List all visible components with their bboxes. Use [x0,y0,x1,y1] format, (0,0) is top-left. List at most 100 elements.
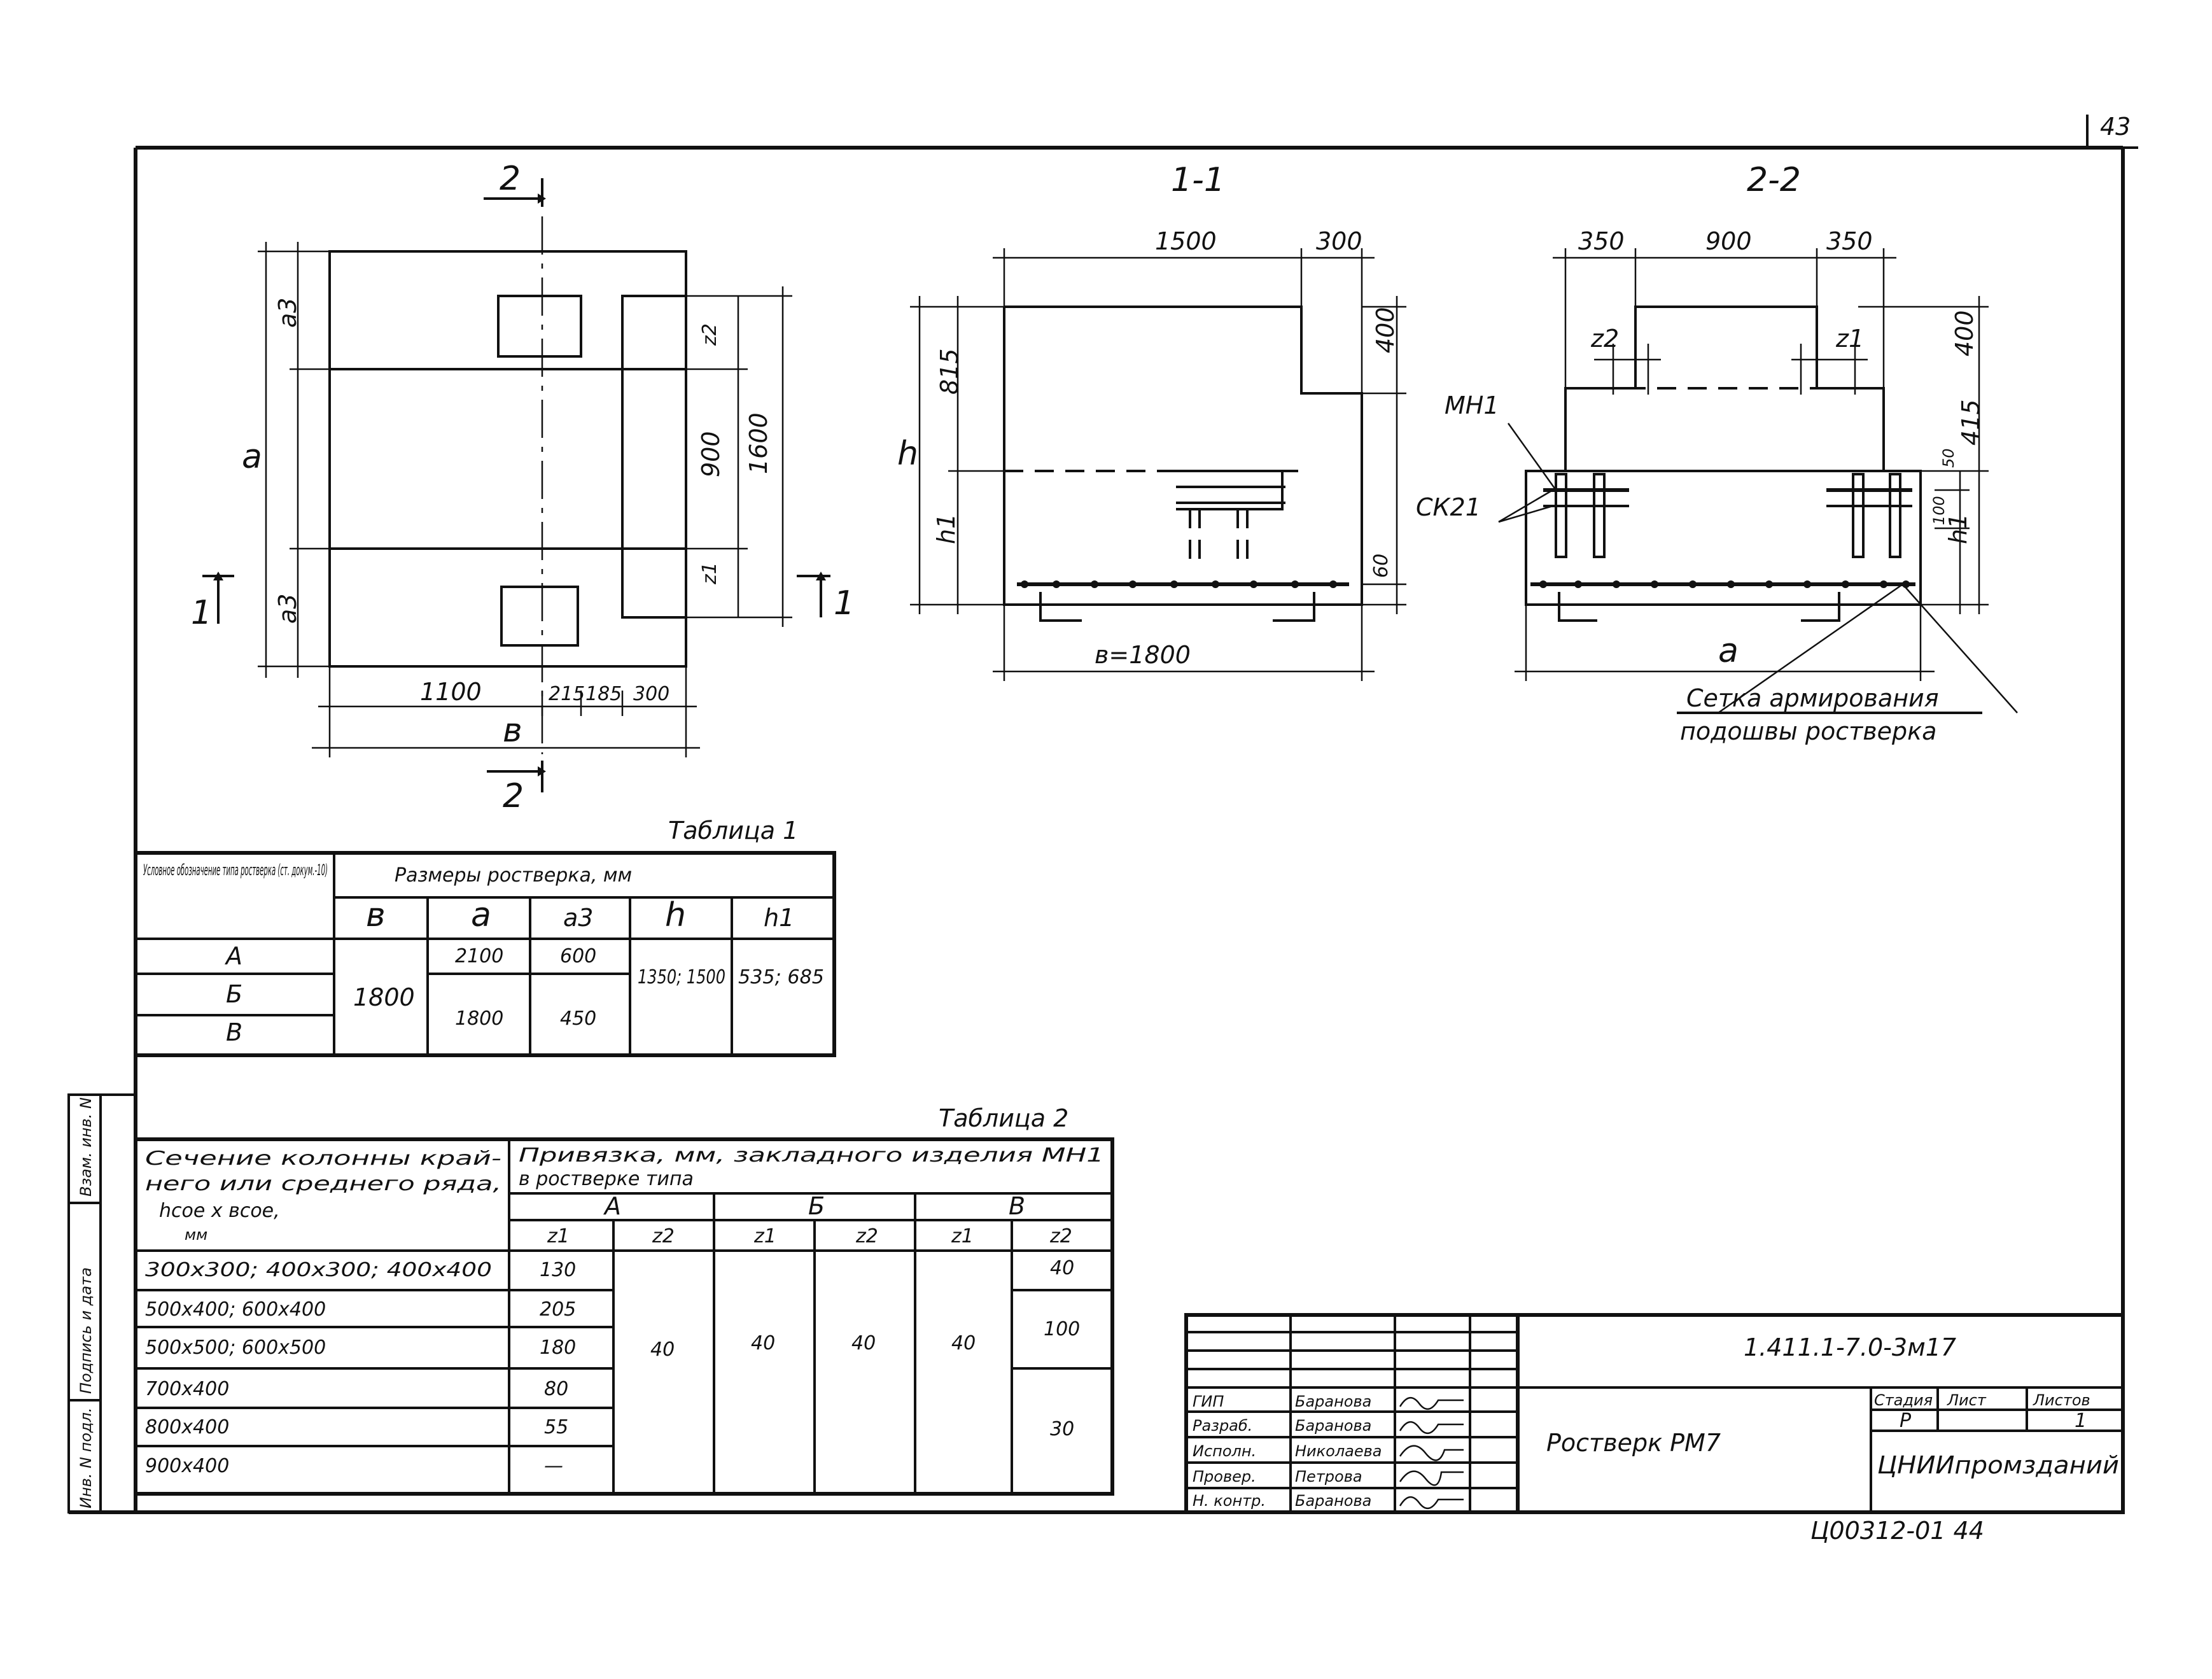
name-nkontr: Баранова [1295,1492,1371,1510]
s2-dim-350-right: 350 [1826,227,1873,255]
t2-a-z1-6: — [544,1455,563,1477]
t1-a3-value-2: 450 [560,1008,596,1030]
t2-type-v: В [1009,1192,1025,1220]
title-stage-value: Р [1900,1410,1912,1432]
doc-stamp: Ц00312-01 44 [1810,1517,1984,1545]
t2-v-z1: 40 [951,1332,976,1354]
title-designation: 1.411.1-7.0-3м17 [1744,1333,1956,1361]
t2-sub-a-z1: z1 [547,1225,570,1247]
t2-sub-v-z2: z2 [1049,1225,1072,1247]
plan-dim-z2: z2 [699,323,721,346]
s2-label-h1: h1 [1944,514,1972,544]
t2-a-z1-5: 55 [544,1416,568,1438]
t2-sub-b-z2: z2 [855,1225,878,1247]
t2-a-z1-1: 130 [540,1259,576,1281]
title-name: Ростверк РМ7 [1546,1429,1721,1457]
s2-dim-50: 50 [1940,448,1957,468]
section-mark-left: 1 [191,594,212,632]
t1-col-h1: h1 [764,904,794,932]
section-mark-bottom: 2 [503,777,524,815]
t2-sub-v-z1: z1 [951,1225,974,1247]
plan-label-a3-top: a3 [274,298,302,328]
t2-section-3: 500x500; 600x500 [145,1337,326,1359]
t1-a-value-1: 2100 [455,945,503,967]
title-sheet-label: Лист [1947,1391,1987,1409]
section-mark-top: 2 [500,160,521,198]
t2-v-z2-2: 100 [1044,1318,1080,1340]
t2-header-col0-1: Сечение колонны край- [145,1148,501,1170]
title-block: 1.411.1-7.0-3м17 Ростверк РМ7 Стадия Лис… [1184,1313,2125,1514]
plan-dim-900: 900 [697,431,725,477]
t2-header-group-1: Привязка, мм, закладного изделия МН1 [519,1144,1104,1167]
section-1-1: 1-1 1500 300 400 60 [897,161,1406,681]
t2-sub-b-z1: z1 [753,1225,776,1247]
t2-section-5: 800x400 [145,1416,229,1438]
column-opening-top [497,295,582,358]
title-stage-label: Стадия [1874,1391,1933,1409]
rebar-dots-section-1 [1021,580,1337,588]
t2-header-col0-4: мм [185,1226,207,1244]
name-ispoln: Николаева [1295,1442,1382,1460]
side-stamp-cell-3: Инв. N подл. [77,1407,95,1508]
plan-dim-215: 215 [549,683,585,705]
plan-label-b: в [503,712,522,750]
t1-a-value-2: 1800 [455,1008,503,1030]
callout-ck21: СК21 [1416,493,1481,521]
table-1: Таблица 1 Условное обозначение типа рост… [134,817,836,1057]
table-2: Таблица 2 Сечение колонны край- него или… [134,1104,1114,1496]
s2-label-z1: z1 [1835,325,1864,353]
t1-header-col0: Условное обозначение типа ростверка (ст.… [143,861,328,879]
s1-dim-1500: 1500 [1155,227,1217,255]
side-stamp-cell-1: Взам. инв. N [77,1097,95,1197]
role-gip: ГИП [1193,1393,1224,1410]
t2-header-group-2: в ростверке типа [519,1168,694,1190]
s2-dim-415: 415 [1957,399,1985,446]
t1-row-b: Б [226,980,242,1008]
t2-b-z2: 40 [851,1332,876,1354]
role-nkontr: Н. контр. [1193,1492,1266,1510]
name-razrab: Баранова [1295,1417,1371,1435]
t2-header-col0-2: него или среднего ряда, [145,1173,501,1195]
name-gip: Баранова [1295,1393,1371,1410]
callout-mesh-line2: подошвы ростверка [1680,717,1936,745]
s2-label-z2: z2 [1590,325,1619,353]
section-mark-right: 1 [834,584,855,622]
t2-v-z2-3: 30 [1050,1418,1074,1440]
t2-type-b: Б [808,1192,825,1220]
t2-a-z1-4: 80 [544,1378,568,1400]
embedded-part-mn1-right [1826,473,1912,558]
section-2-2: 2-2 [1416,161,2018,745]
s2-dim-900: 900 [1705,227,1752,255]
t2-sub-a-z2: z2 [652,1225,675,1247]
t2-a-z1-2: 205 [540,1298,576,1321]
section-2-title: 2-2 [1747,161,1801,199]
s1-dim-300: 300 [1316,227,1362,255]
t2-a-z1-3: 180 [540,1337,576,1359]
t1-h-values: 1350; 1500 [638,966,725,988]
s2-dim-100: 100 [1930,496,1948,525]
t2-section-2: 500x400; 600x400 [145,1298,326,1321]
s1-dim-400: 400 [1371,307,1399,353]
t1-col-a: a [471,896,491,934]
plan-dim-z1: z1 [699,562,721,585]
plan-embedded-part [621,295,687,619]
plan-dim-1600: 1600 [745,412,773,474]
t1-h1-values: 535; 685 [738,966,824,988]
title-sheets-label: Листов [2033,1391,2090,1409]
t2-b-z1: 40 [751,1332,775,1354]
name-prover: Петрова [1295,1468,1362,1486]
s2-dim-400: 400 [1950,310,1978,356]
sheet-frame: 43 Ц00312-01 44 [69,113,2138,1545]
t1-b-value: 1800 [353,983,415,1011]
column-opening-bottom [500,586,579,647]
t1-header-group: Размеры ростверка, мм [395,864,632,887]
plan-view: 2 2 1 1 a a3 a3 z2 900 z1 1600 [191,160,855,815]
s1-dim-b: в=1800 [1095,641,1191,669]
t2-section-4: 700x400 [145,1378,229,1400]
t2-section-6: 900x400 [145,1455,229,1477]
side-stamp: Взам. инв. N Подпись и дата Инв. N подл. [67,1093,136,1514]
table-2-caption: Таблица 2 [939,1104,1068,1132]
side-stamp-cell-2: Подпись и дата [77,1267,95,1394]
s1-label-h1: h1 [932,514,960,544]
